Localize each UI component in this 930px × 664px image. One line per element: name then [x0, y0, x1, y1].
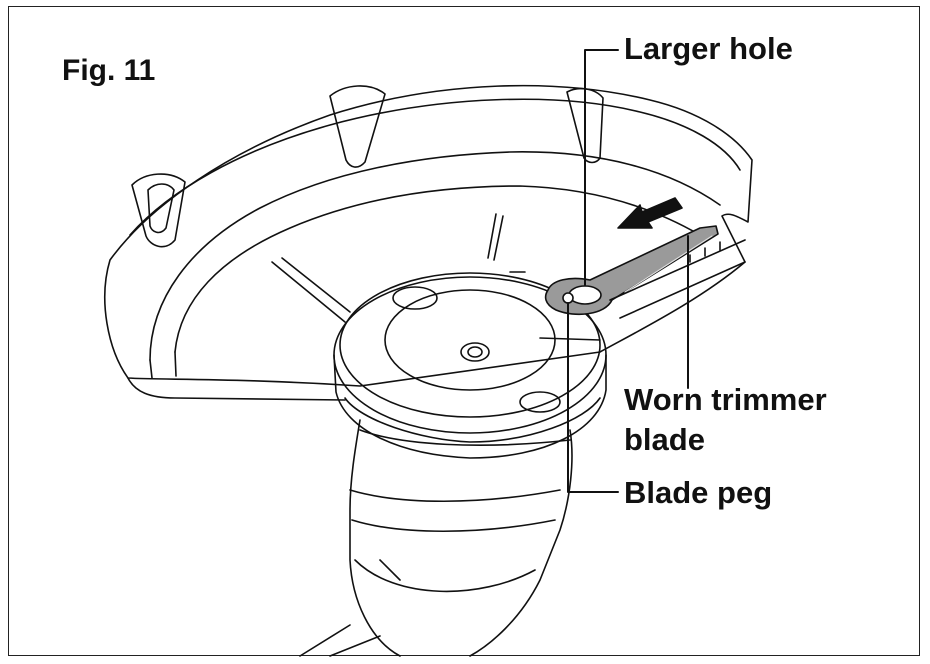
leader-line-blade-peg — [567, 302, 619, 493]
blade-channel — [609, 239, 746, 319]
guard-shell — [104, 84, 753, 401]
guard-ribs — [271, 213, 526, 323]
blade-peg — [562, 292, 574, 304]
callout-worn-blade-line2: blade — [624, 422, 705, 457]
blade-larger-hole — [568, 285, 602, 305]
guard-fins — [131, 85, 604, 248]
hub-assembly — [333, 272, 607, 459]
callout-worn-trimmer-blade: Worn trimmer blade — [624, 380, 884, 460]
worn-trimmer-blade — [544, 225, 719, 316]
leader-line-larger-hole — [584, 49, 619, 286]
figure-frame — [8, 6, 920, 656]
callout-worn-blade-line1: Worn trimmer — [624, 382, 827, 417]
shaft-housing — [299, 419, 573, 657]
callout-blade-peg: Blade peg — [624, 475, 773, 510]
callout-larger-hole: Larger hole — [624, 31, 793, 66]
slide-direction-arrow — [617, 197, 683, 229]
figure-title: Fig. 11 — [62, 54, 156, 87]
leader-lines — [567, 49, 689, 493]
